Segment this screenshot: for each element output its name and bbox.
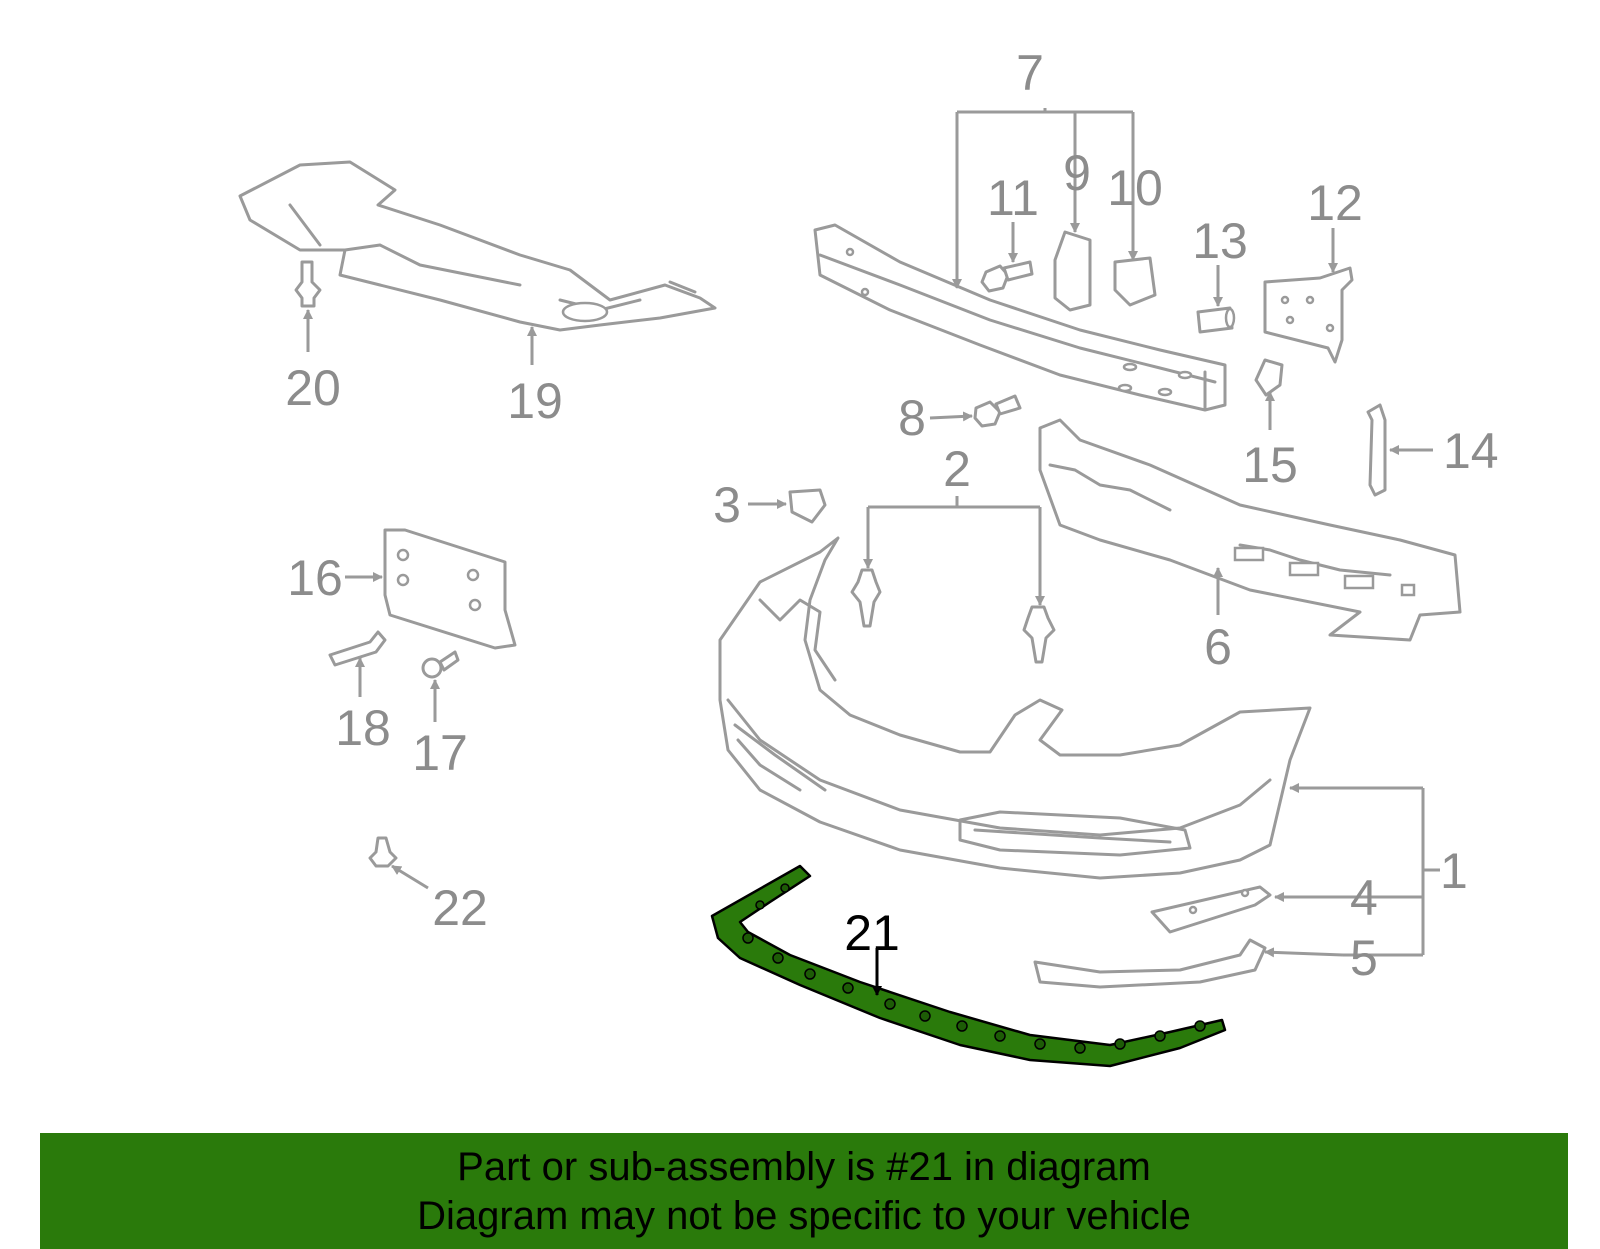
part-6-absorber (1038, 418, 1462, 642)
part-16-license-bracket (383, 528, 517, 650)
callout-20: 20 (285, 360, 341, 416)
callout-10: 10 (1107, 160, 1163, 216)
callout-22: 22 (432, 880, 488, 936)
callout-16: 16 (287, 550, 343, 606)
callout-17: 17 (412, 725, 468, 781)
part-9-bracket (1053, 230, 1092, 312)
part-3-guide (788, 488, 827, 524)
callout-2: 2 (943, 441, 971, 497)
callout-labels: 7 11 9 10 13 12 15 14 8 2 3 6 1 4 5 20 1… (285, 45, 1498, 986)
part-7-impact-bar (813, 223, 1227, 412)
part-11-bolt (980, 260, 1034, 293)
callout-3: 3 (713, 477, 741, 533)
banner-line-1: Part or sub-assembly is #21 in diagram (457, 1145, 1151, 1189)
part-14-clip-bracket (1366, 403, 1387, 497)
part-19-splash-shield (238, 160, 717, 332)
callout-6: 6 (1204, 619, 1232, 675)
callout-7: 7 (1016, 45, 1044, 101)
part-13-spacer (1196, 306, 1236, 334)
callout-9: 9 (1063, 145, 1091, 201)
part-22-clip (368, 836, 398, 868)
part-2-push-pin-a (850, 568, 882, 628)
info-banner: Part or sub-assembly is #21 in diagram D… (40, 1133, 1568, 1249)
callout-11: 11 (987, 170, 1039, 226)
callout-19: 19 (507, 373, 563, 429)
callout-13: 13 (1192, 213, 1248, 269)
callout-4: 4 (1350, 870, 1378, 926)
leader-lines (303, 108, 1440, 996)
callout-14: 14 (1443, 423, 1499, 479)
part-21-air-deflector (710, 864, 1227, 1068)
callout-18: 18 (335, 700, 391, 756)
callout-15: 15 (1242, 437, 1298, 493)
part-2-push-pin-b (1022, 605, 1056, 664)
callout-12: 12 (1307, 175, 1363, 231)
callout-8: 8 (898, 390, 926, 446)
part-12-bracket-plate (1263, 266, 1354, 364)
part-4-bracket (1150, 885, 1272, 934)
callout-21: 21 (844, 905, 900, 961)
part-1-bumper-cover (718, 536, 1312, 880)
part-15-plug (1254, 358, 1284, 397)
part-20-push-clip (294, 260, 322, 308)
banner-line-2: Diagram may not be specific to your vehi… (417, 1194, 1191, 1238)
part-18-screw (328, 630, 387, 667)
part-5-molding (1033, 938, 1267, 989)
part-10-pad (1113, 256, 1157, 307)
callout-5: 5 (1350, 930, 1378, 986)
callout-1: 1 (1440, 843, 1468, 899)
part-8-bolt (973, 394, 1022, 428)
part-17-rivet (421, 650, 460, 679)
